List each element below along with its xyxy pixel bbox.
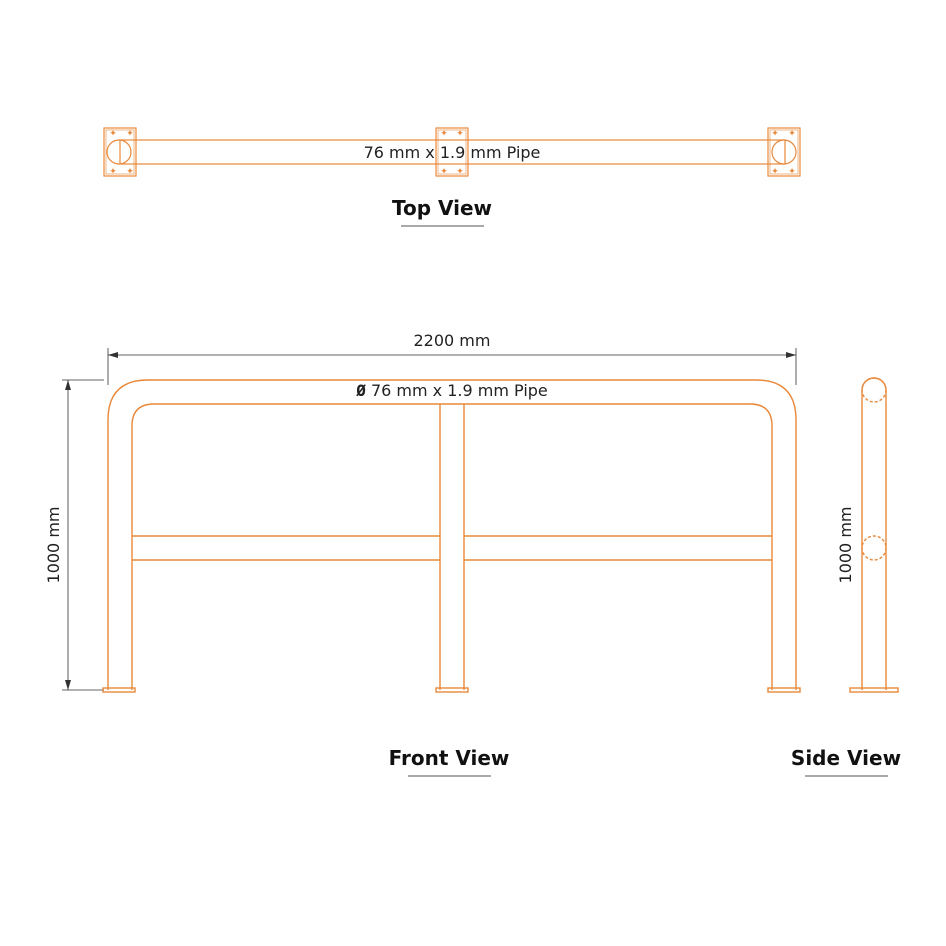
top-view-pipe-label: 76 mm x 1.9 mm Pipe bbox=[364, 143, 541, 162]
front-view-title: Front View bbox=[389, 746, 510, 770]
foot-plate-left bbox=[102, 687, 136, 693]
svg-text:✦: ✦ bbox=[456, 129, 464, 139]
side-post-top-cap bbox=[861, 377, 887, 391]
frame-outer-outline bbox=[107, 379, 797, 690]
svg-text:✦: ✦ bbox=[771, 129, 779, 139]
side-height-label: 1000 mm bbox=[836, 507, 855, 584]
width-dimension bbox=[107, 348, 797, 385]
svg-text:✦: ✦ bbox=[456, 167, 464, 177]
svg-text:✦: ✦ bbox=[126, 129, 134, 139]
side-view bbox=[849, 377, 899, 693]
svg-text:✦: ✦ bbox=[771, 167, 779, 177]
side-mid-rail-section bbox=[861, 535, 887, 561]
height-dimension-label: 1000 mm bbox=[44, 507, 63, 584]
width-dimension-label: 2200 mm bbox=[414, 331, 491, 350]
frame-inner-outline bbox=[131, 403, 773, 690]
svg-text:✦: ✦ bbox=[788, 167, 796, 177]
top-view-title: Top View bbox=[392, 196, 492, 220]
front-view-frame bbox=[102, 379, 801, 693]
side-foot-plate bbox=[849, 687, 899, 693]
svg-text:✦: ✦ bbox=[109, 129, 117, 139]
top-view-base-plate-middle: ✦ ✦ ✦ ✦ bbox=[435, 127, 469, 177]
svg-text:✦: ✦ bbox=[788, 129, 796, 139]
foot-plate-middle bbox=[435, 687, 469, 693]
height-dimension bbox=[62, 379, 104, 691]
svg-text:✦: ✦ bbox=[440, 129, 448, 139]
foot-plate-right bbox=[767, 687, 801, 693]
side-view-title: Side View bbox=[791, 746, 901, 770]
pipe-size-label: 76 mm x 1.9 mm Pipe bbox=[371, 381, 548, 400]
svg-text:✦: ✦ bbox=[440, 167, 448, 177]
svg-text:✦: ✦ bbox=[126, 167, 134, 177]
side-top-rail-section bbox=[861, 377, 887, 403]
front-view-pipe-label: Ø 76 mm x 1.9 mm Pipe bbox=[355, 381, 548, 400]
top-view-base-plate-left: ✦ ✦ ✦ ✦ bbox=[103, 127, 137, 177]
top-view: ✦ ✦ ✦ ✦ ✦ ✦ ✦ ✦ ✦ ✦ ✦ ✦ bbox=[103, 127, 801, 177]
top-view-base-plate-right: ✦ ✦ ✦ ✦ bbox=[767, 127, 801, 177]
top-view-pipe bbox=[119, 139, 786, 165]
pipe-diameter-symbol: Ø bbox=[355, 381, 366, 400]
svg-text:✦: ✦ bbox=[109, 167, 117, 177]
